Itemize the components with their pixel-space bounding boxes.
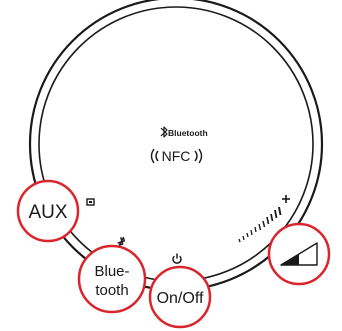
bluetooth-callout-line2: tooth	[95, 282, 128, 299]
volume-ramp-icon	[280, 242, 318, 266]
volume-scale-icon	[238, 206, 282, 243]
bluetooth-icon	[160, 126, 168, 138]
bluetooth-logo: Bluetooth	[160, 126, 208, 138]
power-icon	[172, 253, 182, 264]
aux-callout: AUX	[16, 179, 80, 243]
nfc-label: NFC	[162, 148, 191, 164]
bluetooth-callout: Blue- tooth	[77, 244, 147, 314]
power-callout-ring	[148, 265, 212, 329]
bluetooth-callout-ring	[77, 244, 147, 314]
power-callout-label: On/Off	[157, 290, 204, 307]
bluetooth-callout-line1: Blue-	[94, 263, 129, 280]
aux-callout-label: AUX	[28, 202, 67, 223]
nfc-waves-icon	[150, 148, 203, 164]
plus-icon	[282, 195, 290, 203]
nfc-area: NFC	[150, 148, 203, 164]
volume-callout	[267, 222, 331, 286]
bluetooth-button-icon	[117, 236, 126, 246]
aux-input-icon	[86, 198, 95, 206]
bluetooth-label: Bluetooth	[168, 128, 208, 138]
aux-callout-ring	[16, 179, 80, 243]
power-callout: On/Off	[148, 265, 212, 329]
